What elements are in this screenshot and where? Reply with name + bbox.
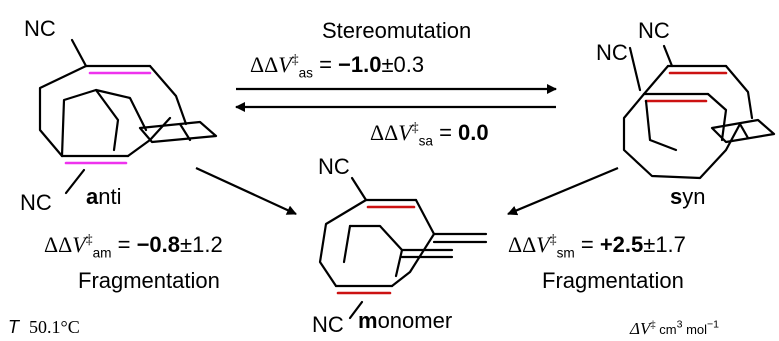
- anti-label: anti: [86, 186, 122, 208]
- syn-fragmentation-activation-volume: ΔΔV‡sm = +2.5±1.7: [508, 231, 686, 261]
- syn-fragmentation-label: Fragmentation: [542, 268, 684, 293]
- syn-label-initial: s: [670, 184, 683, 209]
- monomer-label: monomer: [358, 310, 452, 332]
- reverse-activation-volume: ΔΔV‡sa = 0.0: [370, 119, 489, 149]
- syn-structure: [622, 44, 776, 180]
- reaction-arrows: [195, 84, 619, 216]
- temperature-symbol: T: [8, 317, 19, 337]
- monomer-nc-top: NC: [318, 154, 350, 179]
- anti-fragmentation-activation-volume: ΔΔV‡am = −0.8±1.2: [44, 231, 223, 261]
- syn-nc-top: NC: [638, 18, 670, 43]
- syn-nc-second: NC: [596, 40, 628, 65]
- anti-nc-bottom: NC: [20, 190, 52, 215]
- anti-structure: [38, 38, 218, 195]
- anti-to-monomer-arrow: [195, 167, 297, 215]
- anti-label-rest: nti: [98, 184, 122, 209]
- forward-activation-volume: ΔΔV‡as = −1.0±0.3: [250, 51, 425, 81]
- temperature-value: 50.1°C: [29, 317, 80, 337]
- anti-nc-top: NC: [24, 16, 56, 41]
- monomer-label-rest: onomer: [377, 308, 453, 333]
- syn-label-rest: yn: [682, 184, 706, 209]
- monomer-label-initial: m: [358, 308, 378, 333]
- units-note: ΔV‡ cm3 mol−1: [630, 318, 720, 338]
- stereomutation-title: Stereomutation: [322, 18, 472, 43]
- anti-fragmentation-label: Fragmentation: [78, 268, 220, 293]
- monomer-structure: [318, 176, 488, 320]
- syn-label: syn: [670, 186, 706, 208]
- temperature-note: T 50.1°C: [8, 318, 80, 336]
- anti-label-initial: a: [86, 184, 99, 209]
- monomer-nc-bottom: NC: [312, 312, 344, 337]
- syn-to-monomer-arrow: [507, 166, 619, 216]
